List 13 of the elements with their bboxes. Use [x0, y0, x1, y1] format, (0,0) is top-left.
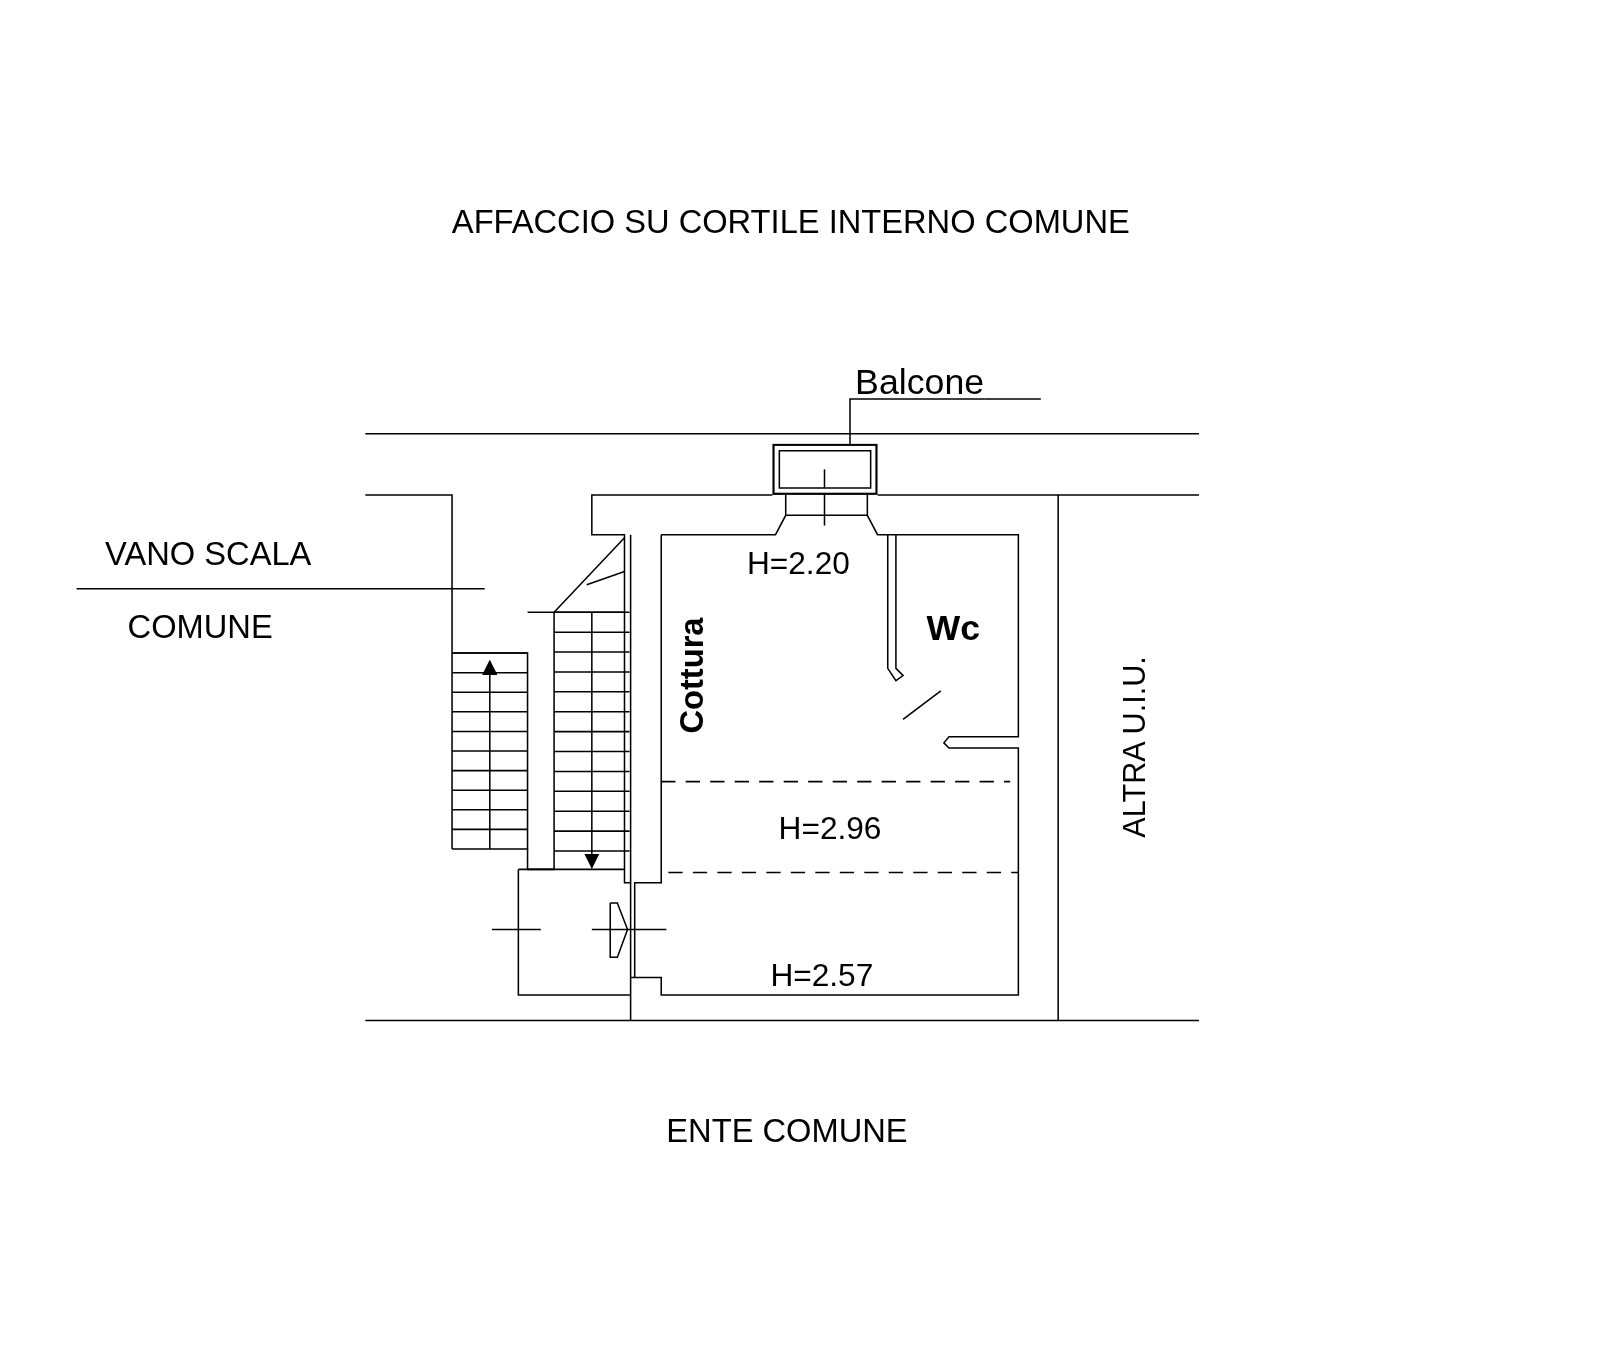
area-label: ALTRA U.I.U. — [1119, 656, 1150, 838]
balcony — [772, 443, 878, 495]
room-label: Cottura — [675, 617, 709, 734]
leader-line — [849, 398, 985, 445]
height-label: H=2.96 — [778, 812, 882, 844]
height-label: H=2.20 — [746, 547, 850, 580]
room-label: Balcone — [855, 363, 985, 399]
area-label: ENTE COMUNE — [666, 1114, 908, 1147]
height-label: H=2.57 — [770, 959, 874, 991]
area-label: COMUNE — [127, 610, 273, 643]
area-label: VANO SCALA — [105, 537, 312, 571]
room-label: Wc — [926, 609, 981, 645]
heading: AFFACCIO SU CORTILE INTERNO COMUNE — [451, 205, 1130, 238]
